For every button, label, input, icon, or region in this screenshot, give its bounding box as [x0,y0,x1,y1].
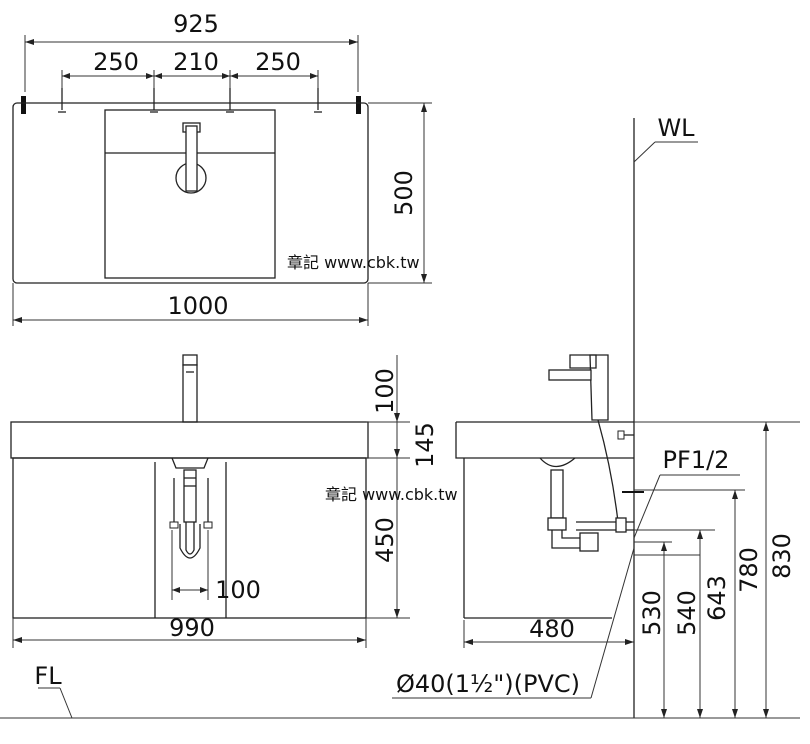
dim-830: 830 [768,533,796,579]
dim-drain-100: 100 [215,576,261,604]
floor-line: FL [34,662,73,719]
wall-label: WL [657,114,695,142]
dim-540: 540 [673,590,701,636]
dim-530: 530 [638,590,666,636]
side-view: WL PF1/2 [0,114,800,719]
dim-145: 145 [411,422,439,468]
drain-spec-label: Ø40(1½")(PVC) [396,670,580,698]
dim-500: 500 [390,170,418,216]
dim-100-faucet: 100 [371,368,399,414]
watermark-front: 章記 www.cbk.tw [325,485,458,504]
dim-480: 480 [529,615,575,643]
dim-643: 643 [703,575,731,621]
watermark-top: 章記 www.cbk.tw [287,253,420,272]
dim-780: 780 [735,547,763,593]
dim-990: 990 [169,614,215,642]
front-view: 100 100 145 450 990 章記 www.cbk.tw [10,354,458,648]
supply-label: PF1/2 [663,446,730,474]
dim-250-right: 250 [255,48,301,76]
dim-210: 210 [173,48,219,76]
dim-1000: 1000 [167,292,228,320]
floor-label: FL [34,662,62,690]
dim-925: 925 [173,10,219,38]
dim-250-left: 250 [93,48,139,76]
top-view: 925 250 210 250 [12,10,432,326]
dim-450: 450 [371,517,399,563]
